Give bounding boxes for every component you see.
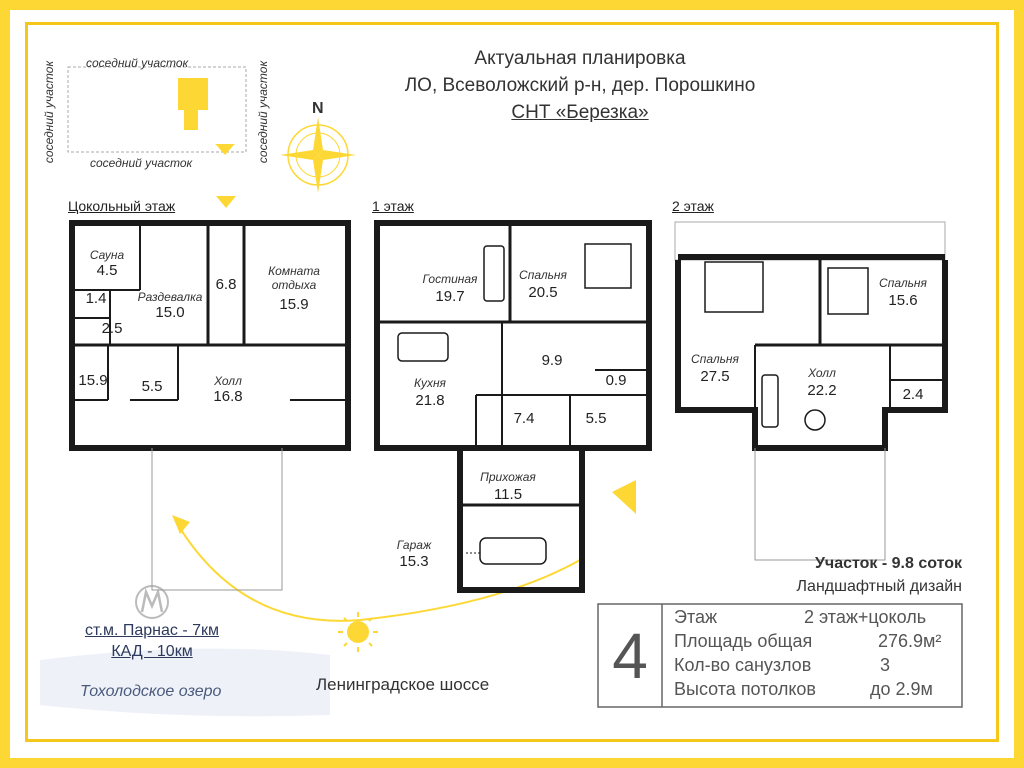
room-area: 20.5 [528,284,558,301]
room-area: 21.8 [415,392,445,409]
inner-border [25,22,999,742]
summary-value-area: 276.9м² [878,631,942,651]
neighbor-bottom-label: соседний участок [90,156,193,170]
room-area: 5.5 [585,410,607,427]
room-label: Раздевалка [137,290,203,304]
north-label: N [312,100,324,117]
room-area: 6.8 [215,276,237,293]
room-label: Холл [214,374,242,388]
room-area: 11.5 [493,486,523,503]
room-label: Кухня [414,376,446,390]
room-area: 9.9 [541,352,563,369]
lot-lines [151,448,886,591]
plot-area: Участок - 9.8 соток [814,555,962,572]
room-label: Прихожая [480,470,536,484]
room-area: 1.4 [85,290,107,307]
plot-landscape: Ландшафтный дизайн [796,578,962,595]
room-area: 0.9 [605,372,627,389]
sun-path [174,519,581,622]
summary-value-bathrooms: 3 [880,655,891,675]
room-area: 4.5 [96,262,118,279]
neighbor-left-label: соседний участок [42,60,57,164]
sun-icon [338,612,378,652]
header-community: СНТ «Березка» [511,102,649,123]
room-area: 19.7 [435,288,465,305]
summary-label-bathrooms: Кол-во санузлов [674,655,812,675]
summary-value-floors: 2 этаж+цоколь [804,607,927,627]
room-area: 2.4 [902,386,924,403]
room-area: 22.2 [807,382,837,399]
basement-plan [69,196,351,451]
room-area: 27.5 [700,368,730,385]
lake-label: Тохолодское озеро [80,683,222,700]
room-label: Сауна [89,248,125,262]
metro-distance: ст.м. Парнас - 7км [84,622,220,639]
room-label: Спальня [691,352,739,366]
room-area: 5.5 [141,378,163,395]
room-area: 15.0 [155,304,185,321]
compass-icon [280,117,356,193]
summary-box [597,603,963,708]
lake-wash [40,648,330,717]
sun-path-arrow [172,515,190,534]
header-address: ЛО, Всеволожский р-н, дер. Порошкино [404,75,756,96]
room-label: Холл [808,366,836,380]
room-label: Спальня [519,268,567,282]
summary-label-floors: Этаж [674,607,718,627]
summary-label-area: Площадь общая [674,631,813,651]
first-floor-plan [374,220,652,593]
room-label: Гостиная [422,272,478,286]
room-area: 15.6 [888,292,918,309]
neighbor-top-label: соседний участок [86,56,189,70]
highway-label: Ленинградское шоссе [316,675,490,694]
summary-label-ceiling: Высота потолков [674,679,816,699]
room-area: 2.5 [101,320,123,337]
room-label: Гараж [396,538,432,552]
room-area: 15.9 [279,296,309,313]
room-area: 7.4 [513,410,535,427]
metro-icon [135,585,169,619]
ring-road-distance: КАД - 10км [111,643,193,660]
neighbor-right-label: соседний участок [256,60,271,164]
basement-title: Цокольный этаж [68,198,176,214]
site-plan [67,66,247,155]
second-floor-plan [674,221,948,451]
second-floor-title: 2 этаж [672,198,714,214]
room-area: 15.9 [78,372,108,389]
room-label: Спальня [879,276,927,290]
first-floor-title: 1 этаж [372,198,414,214]
summary-number: 4 [612,620,648,692]
header-title: Актуальная планировка [474,48,686,69]
room-label: Комната отдыха [268,264,320,292]
room-area: 15.3 [399,553,429,570]
summary-value-ceiling: до 2.9м [870,679,933,699]
room-area: 16.8 [213,388,243,405]
